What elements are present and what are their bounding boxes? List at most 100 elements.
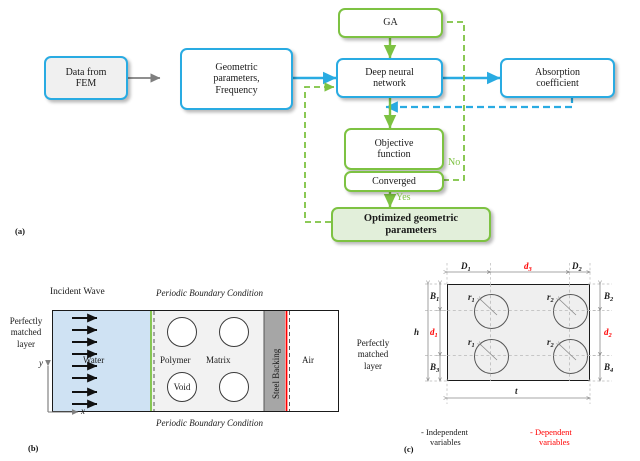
panelb-right-pml-line1: Perfectly bbox=[356, 338, 390, 349]
node-absorption-line2: coefficient bbox=[536, 78, 579, 89]
panelc-label-r1-bottom-sub: 1 bbox=[471, 341, 475, 349]
panelc-label-d2: d2 bbox=[604, 327, 612, 339]
node-converged[interactable]: Converged bbox=[344, 171, 444, 192]
node-data-from-fem[interactable]: Data from FEM bbox=[44, 56, 128, 100]
panelc-label-d3-text: d bbox=[524, 261, 529, 271]
panelc-legend-dependent-line1: Dependent bbox=[534, 427, 572, 437]
panelc-label-B4-text: B bbox=[604, 362, 611, 372]
panelc-legend-independent-line1: Independent bbox=[425, 427, 468, 437]
panelc-legend-dependent-line2: variables bbox=[539, 436, 570, 447]
node-absorption-line1: Absorption bbox=[535, 66, 580, 78]
panelb-inclusion-void: Void bbox=[167, 372, 197, 402]
panelc-label-d3: d3 bbox=[524, 261, 532, 273]
node-absorption-coefficient[interactable]: Absorption coefficient bbox=[500, 58, 615, 98]
panelc-circle-top-right bbox=[553, 294, 588, 329]
node-dnn-line2: network bbox=[373, 78, 406, 89]
panelc-label-D2-text: D bbox=[572, 261, 579, 271]
node-objective-function[interactable]: Objective function bbox=[344, 128, 444, 170]
panelc-legend-independent-dash: - bbox=[421, 427, 424, 437]
panelb-left-pml-line3: layer bbox=[16, 338, 35, 349]
panelc-label-d1: d1 bbox=[430, 327, 438, 339]
panelc-left-dimension-chain bbox=[428, 284, 440, 381]
panelb-water-label: Water bbox=[83, 355, 105, 365]
panelc-label-r2-top: r2 bbox=[547, 292, 554, 304]
panelc-label-r2-top-sub: 2 bbox=[550, 296, 554, 304]
panelb-region-water bbox=[53, 311, 151, 411]
node-optimized-geometric-parameters[interactable]: Optimized geometric parameters bbox=[331, 207, 491, 242]
edge-no-loop-to-ga bbox=[443, 21, 465, 181]
panelc-label-d1-text: d bbox=[430, 327, 435, 337]
panelc-label-B4-sub: 4 bbox=[610, 366, 614, 374]
node-ga-label: GA bbox=[383, 17, 398, 29]
panelc-circle-top-left bbox=[474, 294, 509, 329]
panelc-label-D1: D1 bbox=[461, 261, 471, 273]
panelc-label-r1-top: r1 bbox=[468, 292, 475, 304]
panelc-label-d2-text: d bbox=[604, 327, 609, 337]
node-deep-neural-network[interactable]: Deep neural network bbox=[336, 58, 443, 98]
panelb-incident-wave-label: Incident Wave bbox=[50, 287, 105, 297]
panelb-inclusion-top-left bbox=[167, 317, 197, 347]
edge-optimized-to-dnn bbox=[304, 86, 331, 223]
node-optimized-line2: parameters bbox=[385, 224, 437, 236]
panelb-outer-frame bbox=[52, 310, 339, 412]
panelb-inclusion-bottom-right bbox=[219, 372, 249, 402]
node-objective-line1: Objective bbox=[374, 137, 414, 149]
node-converged-label: Converged bbox=[372, 175, 416, 187]
node-data-from-fem-line2: FEM bbox=[75, 78, 97, 89]
panelc-label-t-text: t bbox=[515, 386, 518, 396]
panelb-left-pml-label: Perfectly matched layer bbox=[2, 311, 50, 355]
panelc-label-B2-text: B bbox=[604, 291, 611, 301]
panelb-matrix-label: Matrix bbox=[206, 355, 231, 365]
panelc-label-r2-bottom: r2 bbox=[547, 337, 554, 349]
panelb-axis-x-label: x bbox=[81, 406, 85, 416]
panel-label-a: (a) bbox=[15, 226, 25, 236]
panelc-legend-independent-line2: variables bbox=[430, 436, 461, 447]
panelc-circle-bottom-right bbox=[553, 339, 588, 374]
panelb-bottom-boundary-label: Periodic Boundary Condition bbox=[156, 418, 263, 428]
panelc-circle-bottom-left bbox=[474, 339, 509, 374]
panelb-void-label: Void bbox=[173, 382, 191, 392]
panelc-label-D2: D2 bbox=[572, 261, 582, 273]
panel-label-b: (b) bbox=[28, 443, 39, 453]
panelc-label-h: h bbox=[414, 327, 419, 337]
panelc-label-r1-bottom: r1 bbox=[468, 337, 475, 349]
panelc-label-B1: B1 bbox=[430, 291, 439, 303]
panelc-legend-independent: - Independent variables bbox=[421, 427, 468, 448]
panelc-label-B4: B4 bbox=[604, 362, 613, 374]
panelb-top-boundary-label: Periodic Boundary Condition bbox=[156, 288, 263, 298]
panelc-label-D2-sub: 2 bbox=[578, 265, 582, 273]
panelc-radius-arrows bbox=[481, 300, 577, 361]
panelc-label-B2-sub: 2 bbox=[610, 295, 614, 303]
panelc-extension-lines bbox=[425, 263, 612, 404]
panelb-right-pml-label: Perfectly matched layer bbox=[344, 333, 402, 377]
panelc-label-r1-top-sub: 1 bbox=[471, 296, 475, 304]
panel-label-c: (c) bbox=[404, 444, 414, 454]
panelc-center-guides bbox=[436, 284, 600, 381]
node-ga[interactable]: GA bbox=[338, 8, 443, 38]
node-geometric-parameters-line1: Geometric bbox=[215, 62, 258, 74]
edge-absorption-feedback bbox=[394, 96, 574, 109]
panelc-label-B2: B2 bbox=[604, 291, 613, 303]
panelc-label-B3-text: B bbox=[430, 362, 437, 372]
panelc-label-D1-text: D bbox=[461, 261, 468, 271]
node-geometric-parameters[interactable]: Geometric parameters, Frequency bbox=[180, 48, 293, 110]
panelb-axis-y-label: y bbox=[39, 358, 43, 368]
panelb-air-label: Air bbox=[302, 355, 314, 365]
panelb-right-pml-line3: layer bbox=[363, 360, 382, 371]
panelc-label-r1-top-text: r bbox=[468, 292, 472, 302]
node-dnn-line1: Deep neural bbox=[365, 66, 414, 78]
panelc-label-t: t bbox=[515, 386, 518, 396]
panelb-polymer-label: Polymer bbox=[160, 355, 191, 365]
node-geometric-parameters-line3: Frequency bbox=[215, 84, 258, 96]
panelb-region-steel bbox=[264, 311, 285, 411]
panelb-inclusion-top-right bbox=[219, 317, 249, 347]
edge-label-yes: Yes bbox=[396, 192, 411, 203]
panelb-axes bbox=[45, 360, 79, 415]
panelc-label-B1-sub: 1 bbox=[436, 295, 440, 303]
panelc-label-B3: B3 bbox=[430, 362, 439, 374]
node-objective-line2: function bbox=[377, 149, 411, 160]
